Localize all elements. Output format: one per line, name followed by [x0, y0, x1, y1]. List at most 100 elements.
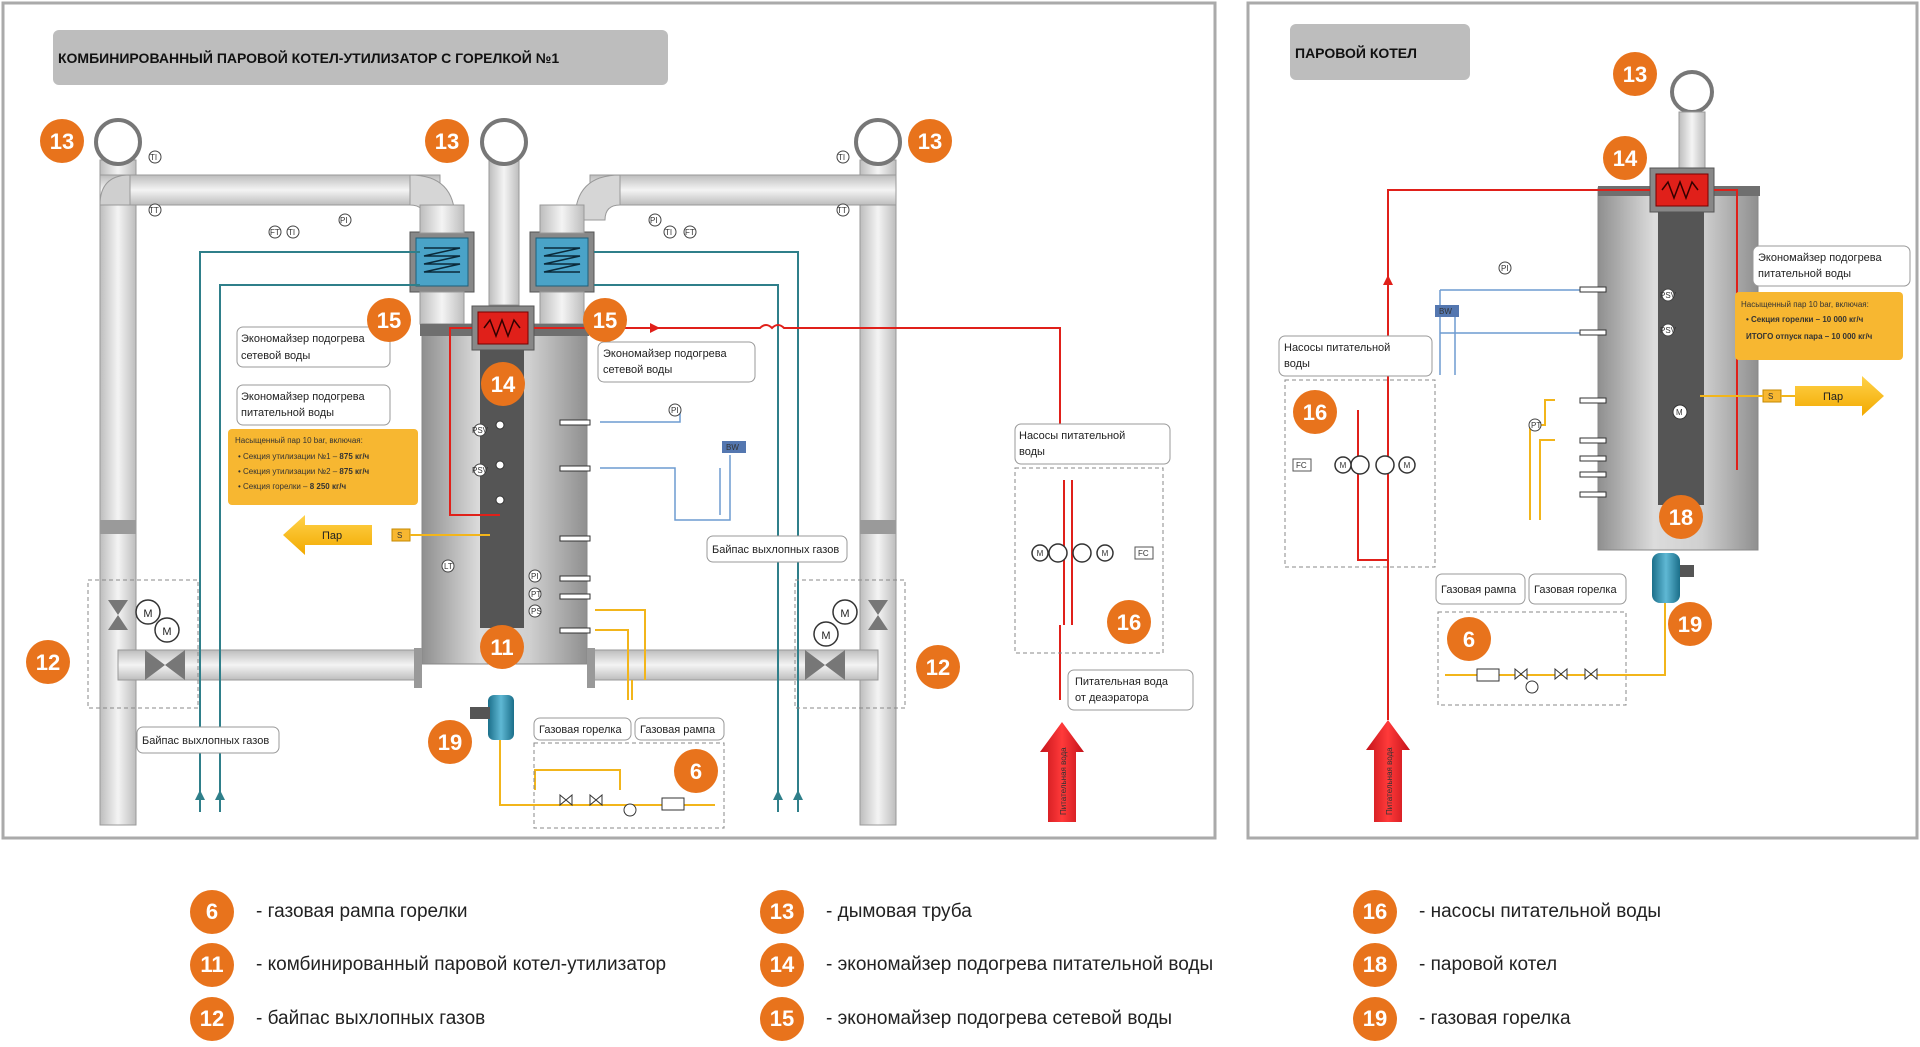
label-eco-network-right-1: Экономайзер подогрева	[603, 348, 728, 360]
label-box-pumps-right	[1278, 335, 1433, 377]
label-eco-network-right-2: сетевой воды	[603, 364, 672, 376]
chimney-left-a	[94, 118, 142, 166]
gas-burner-right-nozzle	[1680, 565, 1694, 577]
network-water-arrows-left	[195, 790, 803, 800]
exhaust-pipe-right-top	[589, 174, 897, 206]
svg-text:PS: PS	[531, 607, 542, 616]
label-box-gas-burner-left	[533, 717, 632, 741]
label-box-gas-ramp-left	[634, 717, 725, 741]
gas-ramp-valves-right	[1476, 667, 1598, 694]
legend-badge: 13	[760, 890, 804, 934]
info-right-title: Насыщенный пар 10 bar, включая:	[1741, 300, 1869, 309]
info-left-title: Насыщенный пар 10 bar, включая:	[235, 436, 363, 445]
right-panel-title: ПАРОВОЙ КОТЕЛ	[1295, 44, 1417, 61]
svg-text:6: 6	[1463, 627, 1475, 652]
svg-text:12: 12	[36, 650, 60, 675]
svg-text:M: M	[1102, 549, 1109, 558]
label-box-feed-deaerator	[1067, 669, 1194, 711]
feed-arrow-right	[1383, 275, 1393, 285]
svg-text:M: M	[143, 608, 152, 620]
svg-text:TI: TI	[665, 228, 672, 237]
svg-text:15: 15	[377, 308, 401, 333]
label-bypass-gas-2: Байпас выхлопных газов	[142, 735, 269, 747]
badge-16-a: 16	[1107, 600, 1151, 644]
steam-arrow-text-right: Пар	[1823, 391, 1843, 403]
legend-item-6: 6 - газовая рампа горелки	[190, 890, 467, 934]
legend-badge: 12	[190, 997, 234, 1041]
info-right-item: • Секция горелки – 10 000 кг/ч	[1746, 315, 1864, 324]
svg-text:16: 16	[1303, 400, 1327, 425]
svg-text:TT: TT	[837, 206, 847, 215]
label-box-pumps-left	[1014, 423, 1171, 465]
badge-13-b: 13	[425, 119, 469, 163]
svg-text:M: M	[1404, 461, 1411, 470]
badge-14-a: 14	[481, 362, 525, 406]
svg-text:TI: TI	[838, 153, 845, 162]
legend-text: - газовая рампа горелки	[256, 901, 468, 922]
expansion-joint-right	[860, 520, 896, 534]
svg-text:13: 13	[435, 129, 459, 154]
badge-6-a: 6	[674, 749, 718, 793]
badge-15-b: 15	[583, 298, 627, 342]
svg-text:TT: TT	[149, 206, 159, 215]
svg-text:PI: PI	[650, 216, 658, 225]
svg-text:M: M	[840, 608, 849, 620]
badge-13-d: 13	[1613, 52, 1657, 96]
label-bypass-gas-1: Байпас выхлопных газов	[712, 544, 839, 556]
exhaust-pipe-right	[859, 159, 897, 826]
svg-text:6: 6	[690, 759, 702, 784]
legend-text: - паровой котел	[1419, 954, 1558, 975]
svg-text:13: 13	[1623, 62, 1647, 87]
fc-label-right: FC	[1296, 461, 1307, 470]
expansion-joint-left	[100, 520, 136, 534]
legend-item-13: 13 - дымовая труба	[760, 890, 972, 934]
label-eco-network-left-2: сетевой воды	[241, 350, 310, 362]
badge-11: 11	[480, 625, 524, 669]
legend-text: - экономайзер подогрева питательной воды	[826, 954, 1214, 975]
eco-hx-down-right	[539, 291, 585, 325]
svg-text:PSV: PSV	[472, 426, 489, 435]
right-panel-frame	[1246, 1, 1919, 840]
instrument-boiler-right: PSV PSV M PI PT	[1498, 261, 1688, 432]
label-eco-feed-left-2: питательной воды	[241, 407, 334, 419]
svg-text:PI: PI	[671, 406, 679, 415]
eco-feed-hx-left-core	[477, 311, 529, 345]
label-gas-burner-left: Газовая горелка	[539, 724, 622, 736]
gas-ramp-box-left	[533, 742, 725, 829]
label-box-bypass-gas-2	[136, 726, 280, 754]
badge-18: 18	[1659, 495, 1703, 539]
svg-text:M: M	[821, 630, 830, 642]
legend-item-14: 14 - экономайзер подогрева питательной в…	[760, 943, 1213, 987]
gas-line-left	[499, 609, 715, 806]
eco-network-coil-right	[543, 247, 581, 273]
svg-text:PSV: PSV	[472, 466, 489, 475]
boiler-flange-left	[414, 648, 422, 688]
badge-12-b: 12	[916, 645, 960, 689]
badge-13-a: 13	[40, 119, 84, 163]
label-pumps-left-2: воды	[1019, 446, 1045, 458]
label-eco-feed-right-2: питательной воды	[1758, 268, 1851, 280]
legend-badge: 19	[1353, 997, 1397, 1041]
blowdown-lines-right	[1439, 289, 1585, 375]
svg-text:PT: PT	[1531, 421, 1541, 430]
svg-text:PT: PT	[531, 590, 541, 599]
label-box-eco-feed-right	[1752, 245, 1911, 287]
legend-text: - насосы питательной воды	[1419, 901, 1662, 922]
legend-text: - комбинированный паровой котел-утилизат…	[256, 954, 667, 975]
eco-feed-coil-right	[1661, 179, 1699, 201]
svg-text:TI: TI	[150, 153, 157, 162]
label-eco-feed-right-1: Экономайзер подогрева	[1758, 252, 1883, 264]
badge-14-b: 14	[1603, 136, 1647, 180]
svg-text:PSV: PSV	[1660, 326, 1677, 335]
label-box-eco-network-left	[236, 326, 391, 368]
chimney-left-b	[854, 118, 902, 166]
svg-text:12: 12	[926, 655, 950, 680]
legend-badge: 18	[1353, 943, 1397, 987]
feed-pumps-left	[1031, 543, 1114, 563]
left-title-bar	[53, 30, 668, 85]
chimney-right	[1670, 70, 1714, 114]
label-eco-feed-left-1: Экономайзер подогрева	[241, 391, 366, 403]
feed-water-big-arrow-right	[1366, 720, 1410, 822]
left-panel-title: КОМБИНИРОВАННЫЙ ПАРОВОЙ КОТЕЛ-УТИЛИЗАТОР…	[58, 49, 559, 66]
label-box-gas-ramp-right	[1435, 573, 1526, 605]
